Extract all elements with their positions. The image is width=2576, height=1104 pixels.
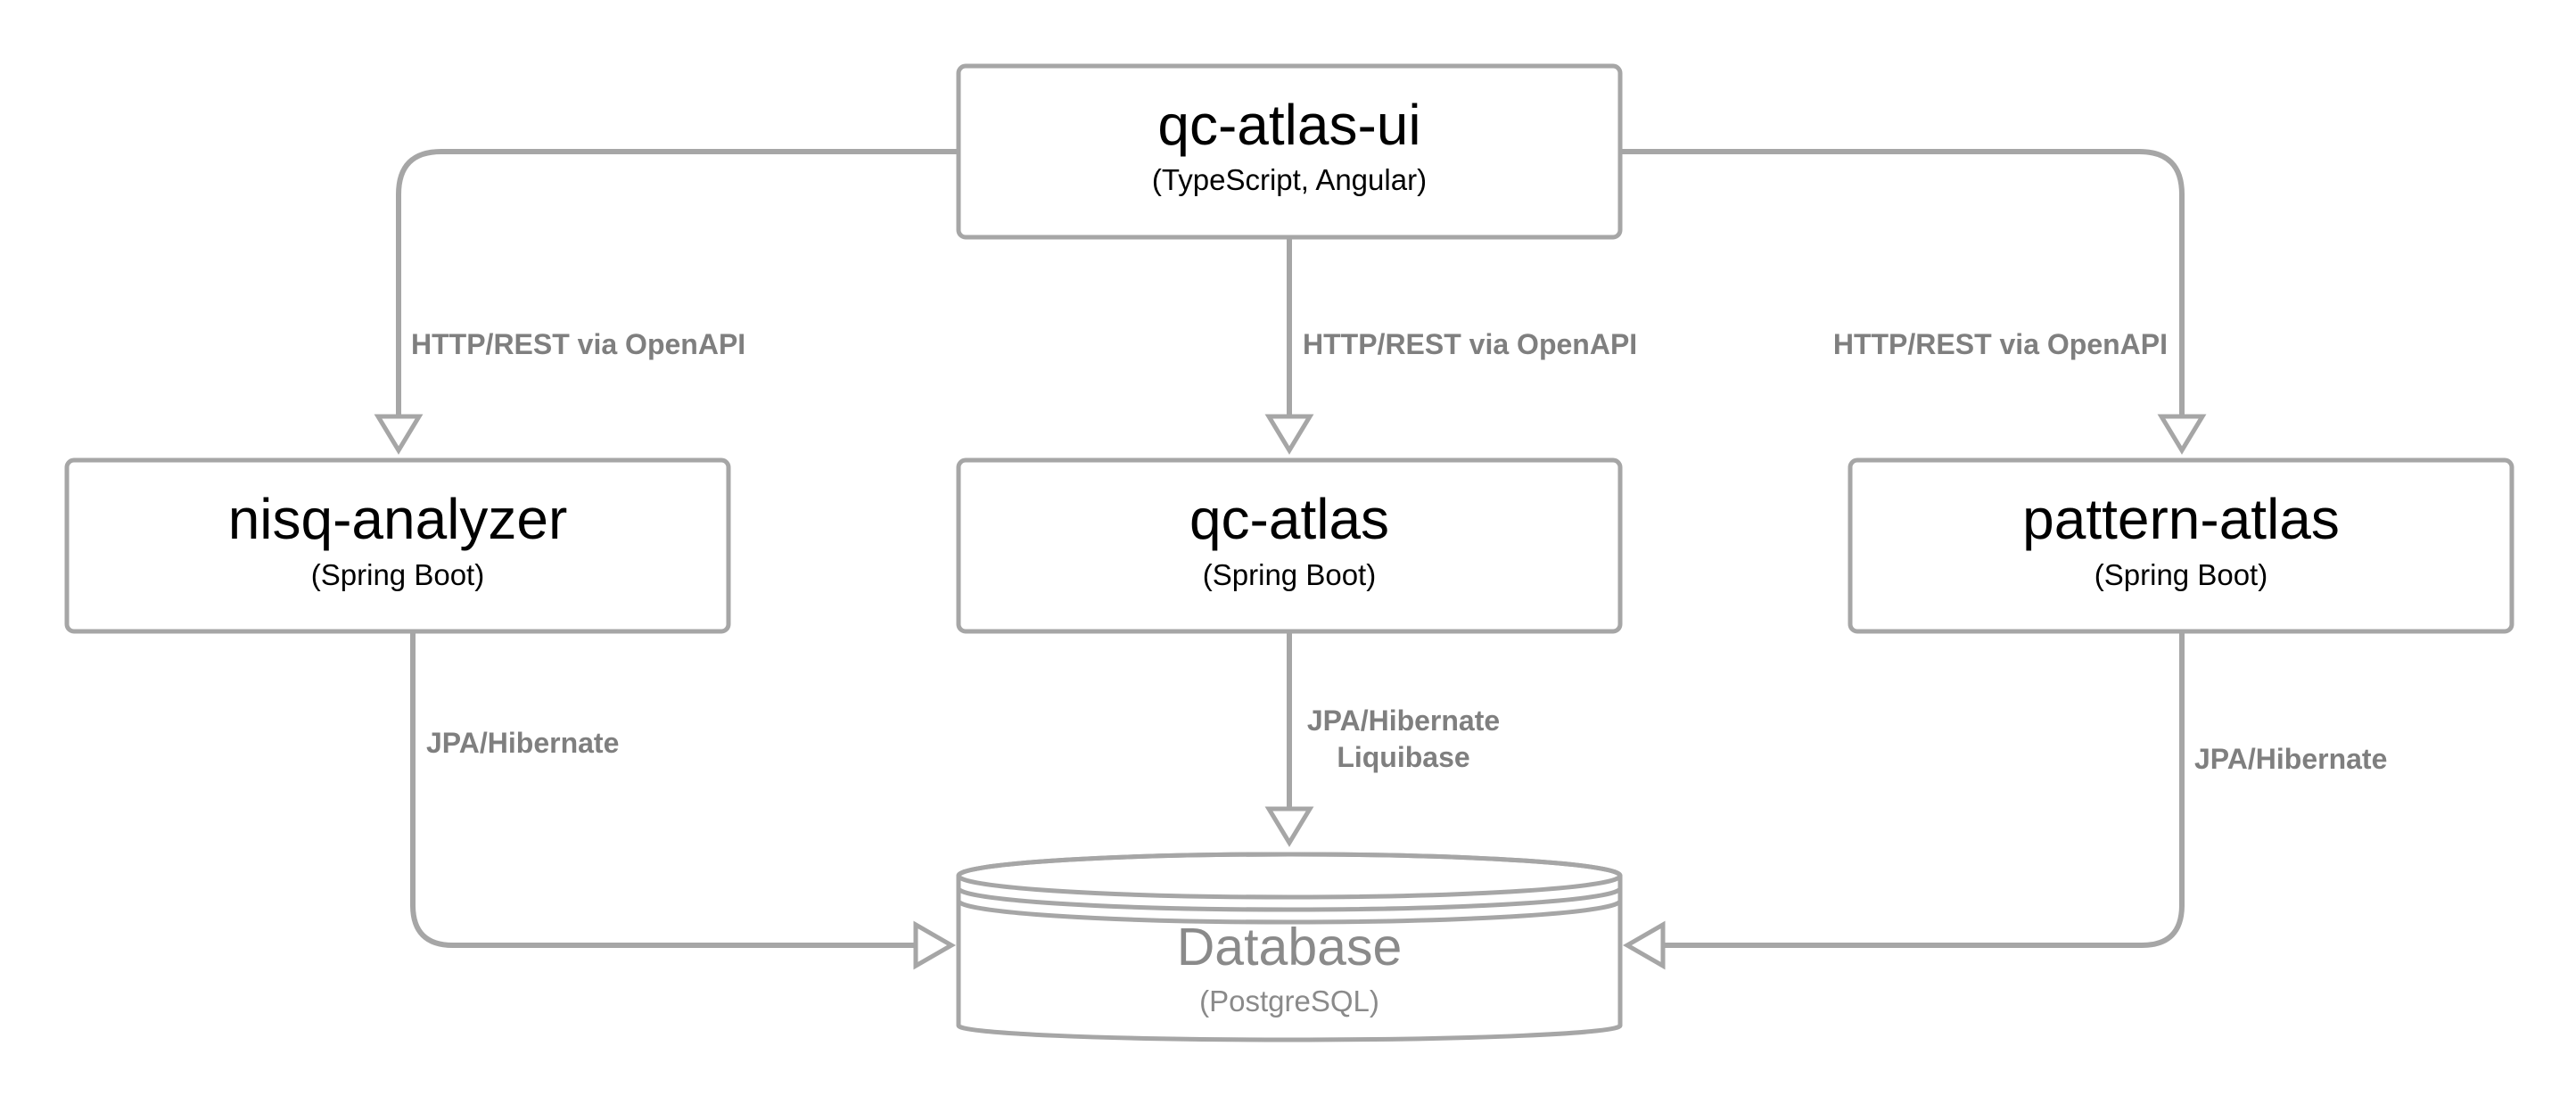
arrowhead-database-top [1264,806,1314,847]
node-qc-atlas-ui: qc-atlas-ui (TypeScript, Angular) [956,63,1623,240]
edge-pattern-atlas-to-database [1660,631,2185,948]
node-pattern-atlas-box [1848,457,2514,634]
arrowhead-database-right [1622,920,1666,970]
node-qc-atlas-title: qc-atlas [1189,487,1389,551]
arrowhead-qc-atlas [1264,414,1314,455]
edge-label-ui-to-pattern-atlas: HTTP/REST via OpenAPI [1833,328,2168,360]
node-pattern-atlas: pattern-atlas (Spring Boot) [1848,457,2514,634]
node-database: Database (PostgreSQL) [956,852,1623,1042]
edge-nisq-analyzer-to-database [410,631,918,948]
edge-label-qc-atlas-to-database-line1: JPA/Hibernate [1307,704,1500,737]
edge-ui-to-nisq-analyzer [396,149,959,419]
arrowhead-pattern-atlas [2157,414,2207,455]
edge-label-ui-to-nisq-analyzer: HTTP/REST via OpenAPI [411,328,745,360]
node-qc-atlas-box [956,457,1623,634]
node-qc-atlas-subtitle: (Spring Boot) [1203,558,1376,591]
node-qc-atlas-ui-title: qc-atlas-ui [1157,93,1420,157]
arrowhead-nisq-analyzer [374,414,424,455]
edge-label-nisq-analyzer-to-database: JPA/Hibernate [426,727,619,759]
database-cylinder-ring-1 [956,887,1623,912]
edge-label-ui-to-qc-atlas: HTTP/REST via OpenAPI [1303,328,1637,360]
node-nisq-analyzer-subtitle: (Spring Boot) [311,558,484,591]
edge-ui-to-pattern-atlas [1620,149,2185,419]
arrowhead-database-left [913,920,957,970]
node-qc-atlas-ui-box [956,63,1623,240]
database-cylinder-top [956,852,1623,900]
edge-label-qc-atlas-to-database-line2: Liquibase [1337,741,1469,773]
database-cylinder-ring-2 [956,900,1623,925]
node-pattern-atlas-subtitle: (Spring Boot) [2095,558,2267,591]
node-pattern-atlas-title: pattern-atlas [2022,487,2340,551]
node-qc-atlas-ui-subtitle: (TypeScript, Angular) [1152,163,1427,196]
edge-label-pattern-atlas-to-database: JPA/Hibernate [2194,743,2387,775]
node-nisq-analyzer-title: nisq-analyzer [228,487,568,551]
node-qc-atlas: qc-atlas (Spring Boot) [956,457,1623,634]
node-nisq-analyzer: nisq-analyzer (Spring Boot) [64,457,731,634]
node-database-subtitle: (PostgreSQL) [1199,985,1379,1017]
node-nisq-analyzer-box [64,457,731,634]
node-database-title: Database [1177,918,1403,976]
